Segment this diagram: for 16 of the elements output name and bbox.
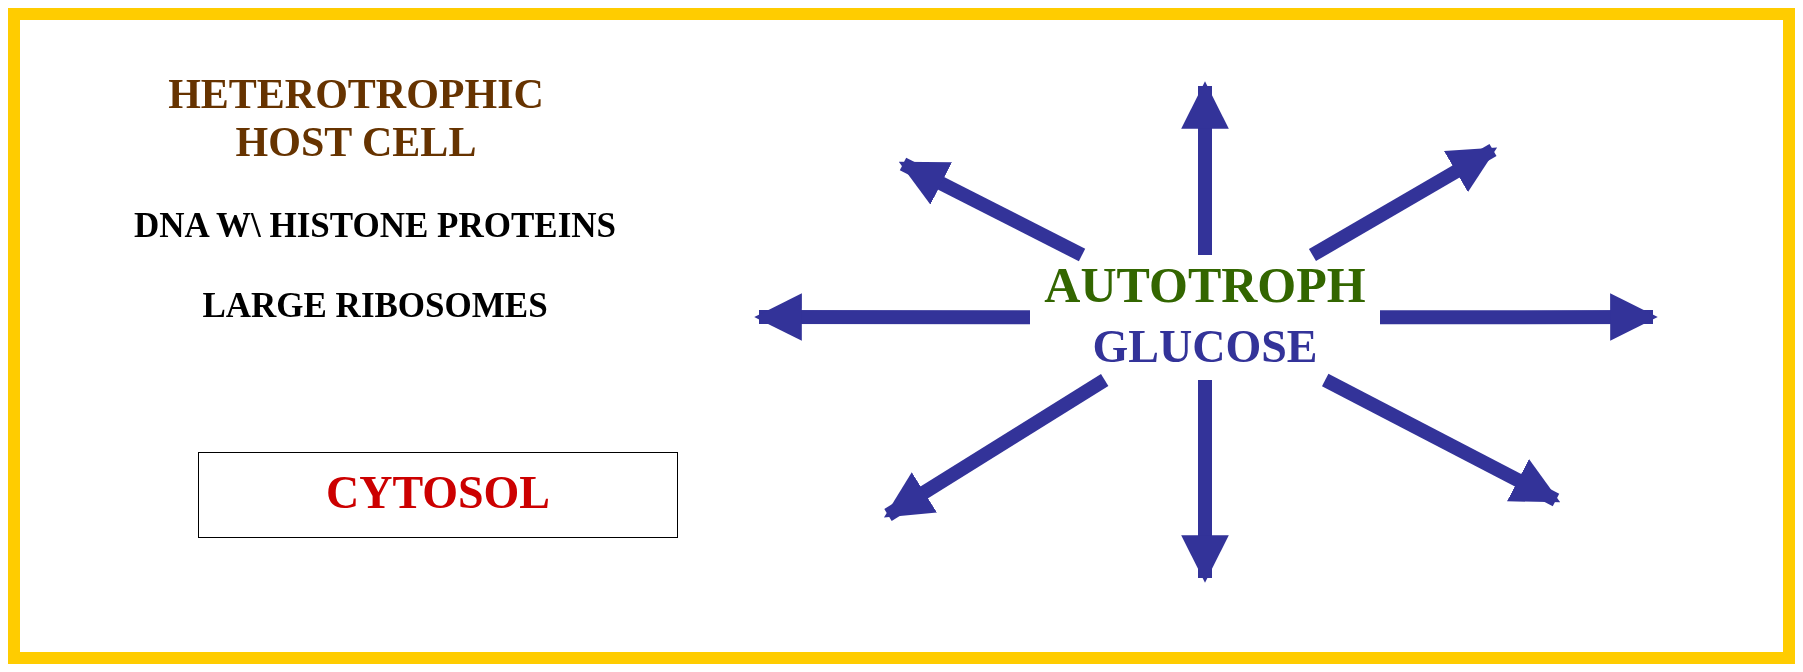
arrow [883,374,1109,521]
cell-frame [8,8,1795,664]
arrow [1380,293,1658,341]
arrow [898,157,1086,262]
cytosol-label: CYTOSOL [324,467,552,520]
glucose-label: GLUCOSE [1091,321,1319,374]
compartment-box [198,452,678,538]
arrow [1308,143,1498,262]
arrow [1181,81,1229,255]
autotroph-label: AUTOTROPH [1043,257,1367,315]
cell-feature-text: LARGE RIBOSOMES [201,286,549,327]
arrow [754,293,1030,341]
cell-feature-text: DNA W\ HISTONE PROTEINS [132,206,617,247]
arrow [1321,373,1561,507]
arrow [1181,380,1229,583]
cell-heading: HETEROTROPHIC HOST CELL [167,70,545,167]
